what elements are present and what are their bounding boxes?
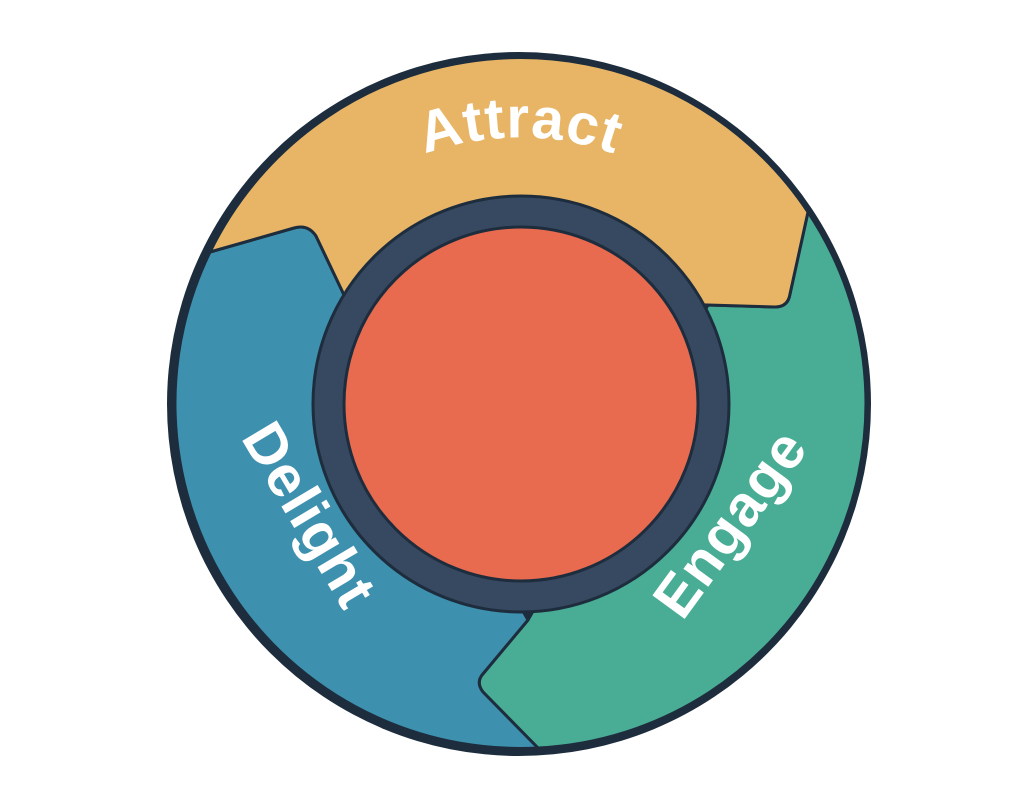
hub-center [342,225,700,583]
